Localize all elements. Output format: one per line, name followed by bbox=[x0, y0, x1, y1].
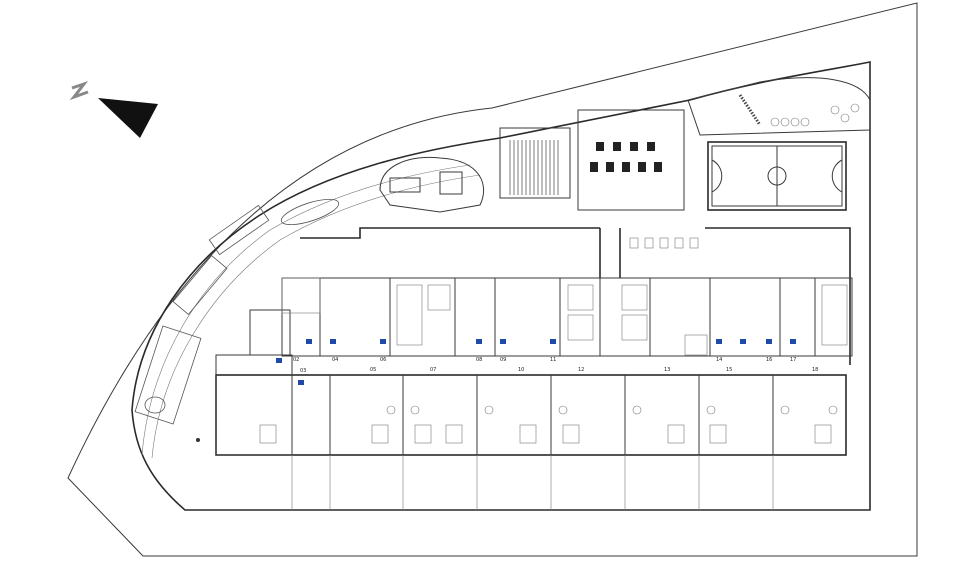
unit-number: 06 bbox=[380, 357, 387, 363]
door-marker bbox=[766, 339, 772, 344]
unit-number: 18 bbox=[812, 367, 819, 373]
upper-room-row bbox=[281, 277, 853, 357]
parking-strip bbox=[134, 198, 340, 425]
unit-number: 14 bbox=[716, 357, 723, 363]
unit-number: 17 bbox=[790, 357, 797, 363]
basketball-court bbox=[707, 141, 847, 211]
unit-number: 07 bbox=[430, 367, 437, 373]
unit-number: 13 bbox=[664, 367, 671, 373]
door-marker bbox=[790, 339, 796, 344]
unit-number: 08 bbox=[476, 357, 483, 363]
unit-number: 03 bbox=[300, 368, 307, 374]
unit-number: 10 bbox=[518, 367, 525, 373]
lower-room-row bbox=[215, 374, 847, 456]
north-arrow bbox=[69, 81, 158, 138]
door-marker bbox=[276, 358, 282, 363]
unit-number: 02 bbox=[293, 357, 300, 363]
unit-number: 05 bbox=[370, 367, 377, 373]
door-marker bbox=[380, 339, 386, 344]
grandstand bbox=[499, 127, 571, 199]
site-boundary bbox=[67, 2, 918, 557]
unit-number: 04 bbox=[332, 357, 339, 363]
door-marker bbox=[330, 339, 336, 344]
unit-number: 12 bbox=[578, 367, 585, 373]
door-marker bbox=[550, 339, 556, 344]
door-marker bbox=[298, 380, 304, 385]
door-marker bbox=[740, 339, 746, 344]
unit-number: 15 bbox=[726, 367, 733, 373]
unit-number: 16 bbox=[766, 357, 773, 363]
door-marker bbox=[716, 339, 722, 344]
left-block bbox=[215, 277, 321, 456]
common-room bbox=[629, 237, 699, 249]
unit-number: 09 bbox=[500, 357, 507, 363]
property-outline bbox=[131, 61, 871, 511]
entry-pavilion bbox=[379, 156, 485, 213]
dining-hall bbox=[577, 109, 685, 211]
door-marker bbox=[500, 339, 506, 344]
unit-number: 11 bbox=[550, 357, 557, 363]
playground bbox=[687, 77, 871, 136]
door-marker bbox=[306, 339, 312, 344]
door-marker bbox=[476, 339, 482, 344]
